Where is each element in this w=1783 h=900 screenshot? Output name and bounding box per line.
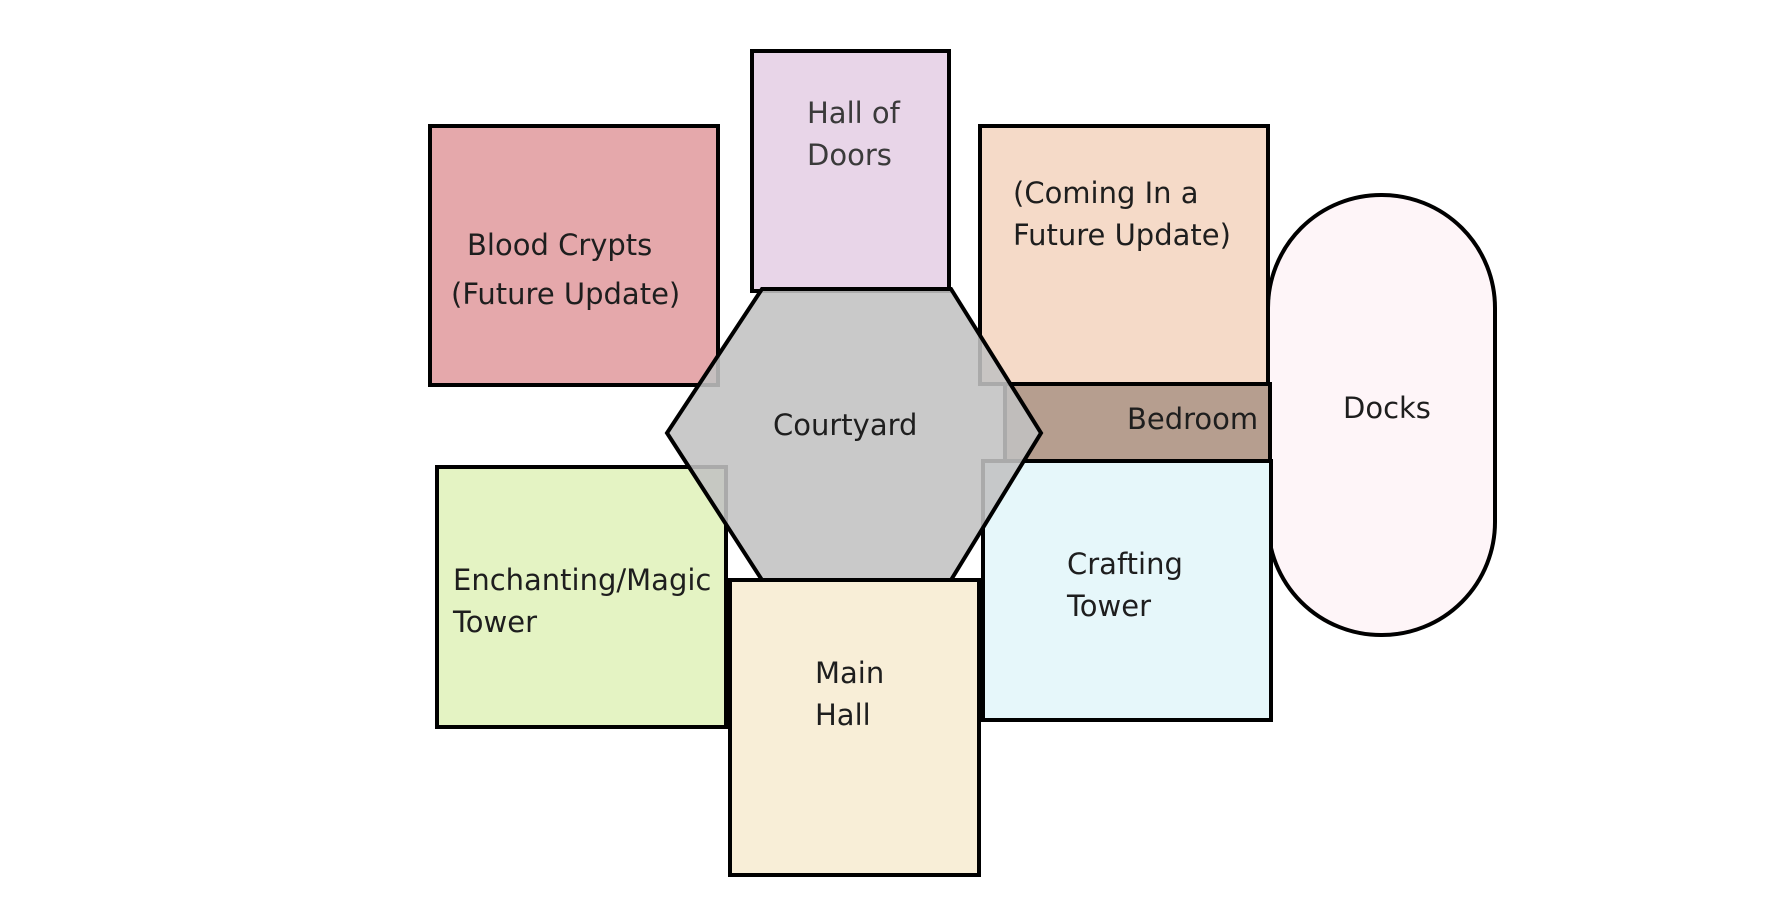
enchanting-tower-line2: Tower <box>453 605 538 639</box>
courtyard-text: Courtyard <box>773 408 918 442</box>
hall-of-doors-line1: Hall of <box>807 96 900 130</box>
main-hall-line1: Main <box>815 656 885 690</box>
coming-update-line2: Future Update) <box>1013 218 1231 252</box>
crafting-tower-label: Crafting Tower <box>1067 543 1183 627</box>
hall-of-doors-line2: Doors <box>807 138 892 172</box>
blood-crypts-line2: (Future Update) <box>451 277 681 311</box>
enchanting-tower-shape[interactable] <box>435 465 728 729</box>
crafting-tower-shape[interactable] <box>981 459 1273 722</box>
blood-crypts-line1: Blood Crypts <box>467 228 653 262</box>
hall-of-doors-label: Hall of Doors <box>807 92 900 176</box>
coming-update-label: (Coming In a Future Update) <box>1013 172 1231 256</box>
blood-crypts-shape[interactable] <box>428 124 720 387</box>
courtyard-label: Courtyard <box>773 404 917 446</box>
docks-label: Docks <box>1343 387 1431 429</box>
crafting-tower-line2: Tower <box>1067 589 1152 623</box>
enchanting-tower-label: Enchanting/Magic Tower <box>453 559 711 643</box>
blood-crypts-label-2: (Future Update) <box>451 273 680 315</box>
main-hall-shape[interactable] <box>728 578 981 877</box>
blood-crypts-label-1: Blood Crypts <box>467 224 652 266</box>
docks-text: Docks <box>1343 391 1431 425</box>
enchanting-tower-line1: Enchanting/Magic <box>453 563 712 597</box>
main-hall-line2: Hall <box>815 698 871 732</box>
coming-update-shape[interactable] <box>978 124 1270 386</box>
bedroom-text: Bedroom <box>1127 402 1259 436</box>
crafting-tower-line1: Crafting <box>1067 547 1183 581</box>
bedroom-label: Bedroom <box>1127 398 1258 440</box>
bedroom-shape[interactable] <box>1003 382 1272 463</box>
coming-update-line1: (Coming In a <box>1013 176 1199 210</box>
main-hall-label: Main Hall <box>815 652 884 736</box>
